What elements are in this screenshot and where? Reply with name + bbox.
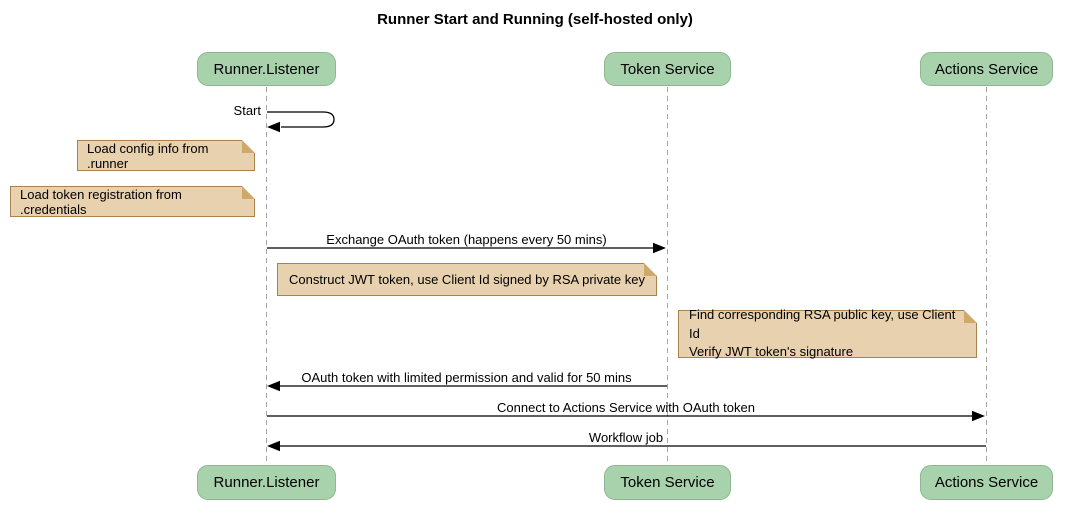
message-label-oauth-token-returned: OAuth token with limited permission and … (301, 370, 632, 385)
participant-label: Actions Service (934, 60, 1039, 78)
participant-label: Runner.Listener (213, 474, 320, 491)
self-message-arrowhead (267, 121, 280, 133)
note-text: Load config info from .runner (87, 140, 209, 171)
participant-label: Actions Service (934, 474, 1039, 491)
participant-label: Token Service (620, 60, 715, 78)
note-text-line2: Verify JWT token's signature (689, 344, 854, 360)
note-verify-jwt: Find corresponding RSA public key, use C… (678, 307, 977, 359)
note-load-token-registration: Load token registration from .credential… (10, 186, 255, 217)
participant-actions-service-bottom: Actions Service (920, 465, 1053, 500)
self-message-arrow-start (267, 111, 335, 128)
note-text-line1: Find corresponding RSA public key, use C… (689, 306, 956, 341)
note-text: Load token registration from .credential… (20, 186, 182, 217)
note-construct-jwt: Construct JWT token, use Client Id signe… (277, 263, 657, 296)
self-message-label: Start (233, 103, 261, 118)
message-label-connect-actions-service: Connect to Actions Service with OAuth to… (497, 400, 755, 415)
message-label-exchange-oauth-token: Exchange OAuth token (happens every 50 m… (326, 232, 607, 247)
participant-token-service-bottom: Token Service (604, 465, 731, 500)
participant-token-service-top: Token Service (604, 52, 731, 86)
participant-runner-listener-top: Runner.Listener (197, 52, 336, 86)
participant-label: Token Service (620, 474, 715, 491)
participant-label: Runner.Listener (213, 60, 320, 78)
participant-actions-service-top: Actions Service (920, 52, 1053, 86)
participant-runner-listener-bottom: Runner.Listener (197, 465, 336, 500)
note-text: Construct JWT token, use Client Id signe… (289, 272, 645, 287)
note-load-config: Load config info from .runner (77, 140, 255, 171)
diagram-title: Runner Start and Running (self-hosted on… (377, 11, 693, 28)
message-label-workflow-job: Workflow job (588, 430, 664, 445)
